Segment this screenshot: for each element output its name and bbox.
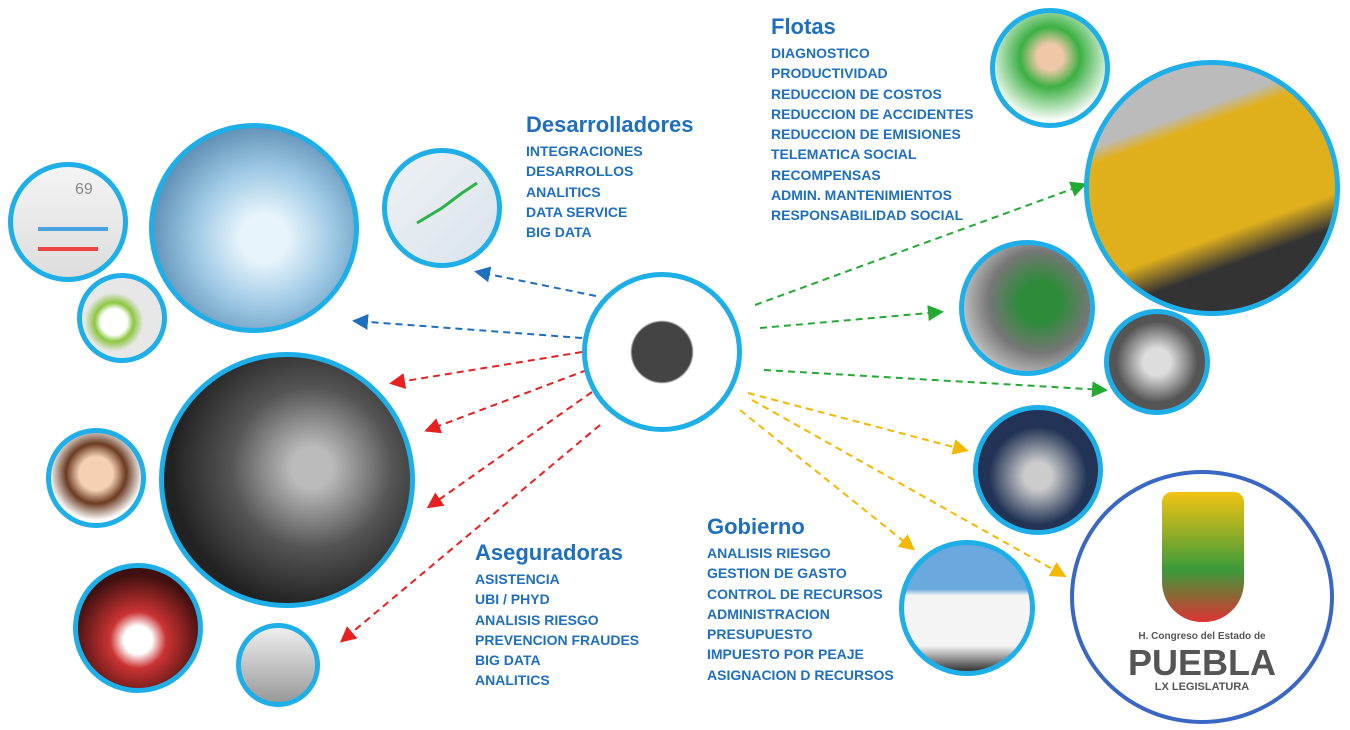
arrow-desarrolladores-2: [352, 313, 583, 339]
list-item: RECOMPENSAS: [771, 166, 881, 183]
list-item: PREVENCION FRAUDES: [475, 631, 640, 648]
police-truck-image: [973, 405, 1103, 535]
police-car-image: [899, 540, 1035, 676]
flotas-block: Flotas DIAGNOSTICO PRODUCTIVIDAD REDUCCI…: [771, 14, 974, 226]
desarrolladores-title: Desarrolladores: [526, 112, 694, 137]
list-item: REDUCCION DE ACCIDENTES: [771, 105, 974, 122]
ambulance-image: [73, 563, 203, 693]
list-item: ANALITICS: [475, 672, 550, 689]
arrow-aseguradoras-1: [389, 351, 583, 389]
arrow-aseguradoras-2: [424, 369, 588, 434]
list-item: GESTION DE GASTO: [707, 565, 847, 582]
call-center-image: [46, 428, 146, 528]
desarrolladores-block: Desarrolladores INTEGRACIONES DESARROLLO…: [526, 112, 694, 242]
gobierno-title: Gobierno: [707, 514, 805, 539]
connected-car-image: [149, 123, 359, 333]
list-item: ANALISIS RIESGO: [707, 545, 831, 561]
list-item: ADMINISTRACION: [707, 605, 830, 622]
list-item: PRESUPUESTO: [707, 626, 813, 643]
obd-device-image: [582, 272, 742, 432]
list-item: DATA SERVICE: [526, 203, 628, 220]
list-item: BIG DATA: [526, 224, 592, 241]
arrow-flotas-3: [763, 369, 1108, 398]
list-item: BIG DATA: [475, 652, 541, 669]
engine-wrench-image: [1104, 309, 1210, 415]
list-item: REDUCCION DE COSTOS: [771, 85, 942, 102]
list-item: TELEMATICA SOCIAL: [771, 146, 917, 163]
list-item: IMPUESTO POR PEAJE: [707, 646, 864, 663]
list-item: CONTROL DE RECURSOS: [707, 585, 883, 602]
puebla-congress-logo: H. Congreso del Estado de PUEBLA LX LEGI…: [1070, 470, 1334, 724]
map-image: [382, 148, 502, 268]
dashboard-phone-image: 69: [8, 162, 128, 282]
list-item: DIAGNOSTICO: [771, 45, 870, 61]
gobierno-block: Gobierno ANALISIS RIESGO GESTION DE GAST…: [707, 514, 894, 685]
logo-congreso: H. Congreso del Estado de: [1138, 631, 1266, 642]
arrow-aseguradoras-3: [426, 391, 593, 509]
arrow-aseguradoras-4: [339, 424, 601, 643]
arrow-gobierno-1: [747, 392, 969, 455]
list-item: ASISTENCIA: [475, 571, 560, 587]
arrow-gobierno-2: [739, 409, 916, 551]
list-item: DESARROLLOS: [526, 163, 634, 180]
list-item: ADMIN. MANTENIMIENTOS: [771, 187, 952, 204]
delivery-man-image: [990, 8, 1110, 128]
arrow-desarrolladores-1: [474, 266, 597, 297]
list-item: RESPONSABILIDAD SOCIAL: [771, 207, 964, 224]
fuel-pump-image: [959, 240, 1095, 376]
fleet-vans-image: [1084, 60, 1340, 316]
arrow-flotas-1: [754, 181, 1087, 306]
list-item: UBI / PHYD: [475, 591, 550, 608]
aseguradoras-block: Aseguradoras ASISTENCIA UBI / PHYD ANALI…: [475, 540, 639, 691]
logo-legislatura: LX LEGISLATURA: [1154, 681, 1250, 693]
coat-of-arms: [1162, 492, 1244, 622]
list-item: PRODUCTIVIDAD: [771, 65, 888, 82]
car-crash-image: [159, 352, 415, 608]
aseguradoras-title: Aseguradoras: [475, 540, 623, 565]
list-item: REDUCCION DE EMISIONES: [771, 126, 961, 143]
arrow-flotas-2: [759, 305, 944, 329]
list-item: ANALITICS: [526, 183, 601, 200]
list-item: ANALISIS RIESGO: [475, 611, 599, 628]
logo-puebla: PUEBLA: [1127, 642, 1276, 683]
speedometer-image: [77, 273, 167, 363]
list-item: ASIGNACION D RECURSOS: [707, 666, 894, 683]
list-item: INTEGRACIONES: [526, 143, 643, 159]
gauge-value: 69: [75, 181, 93, 198]
flotas-title: Flotas: [771, 14, 836, 39]
car-small-image: [236, 623, 320, 707]
